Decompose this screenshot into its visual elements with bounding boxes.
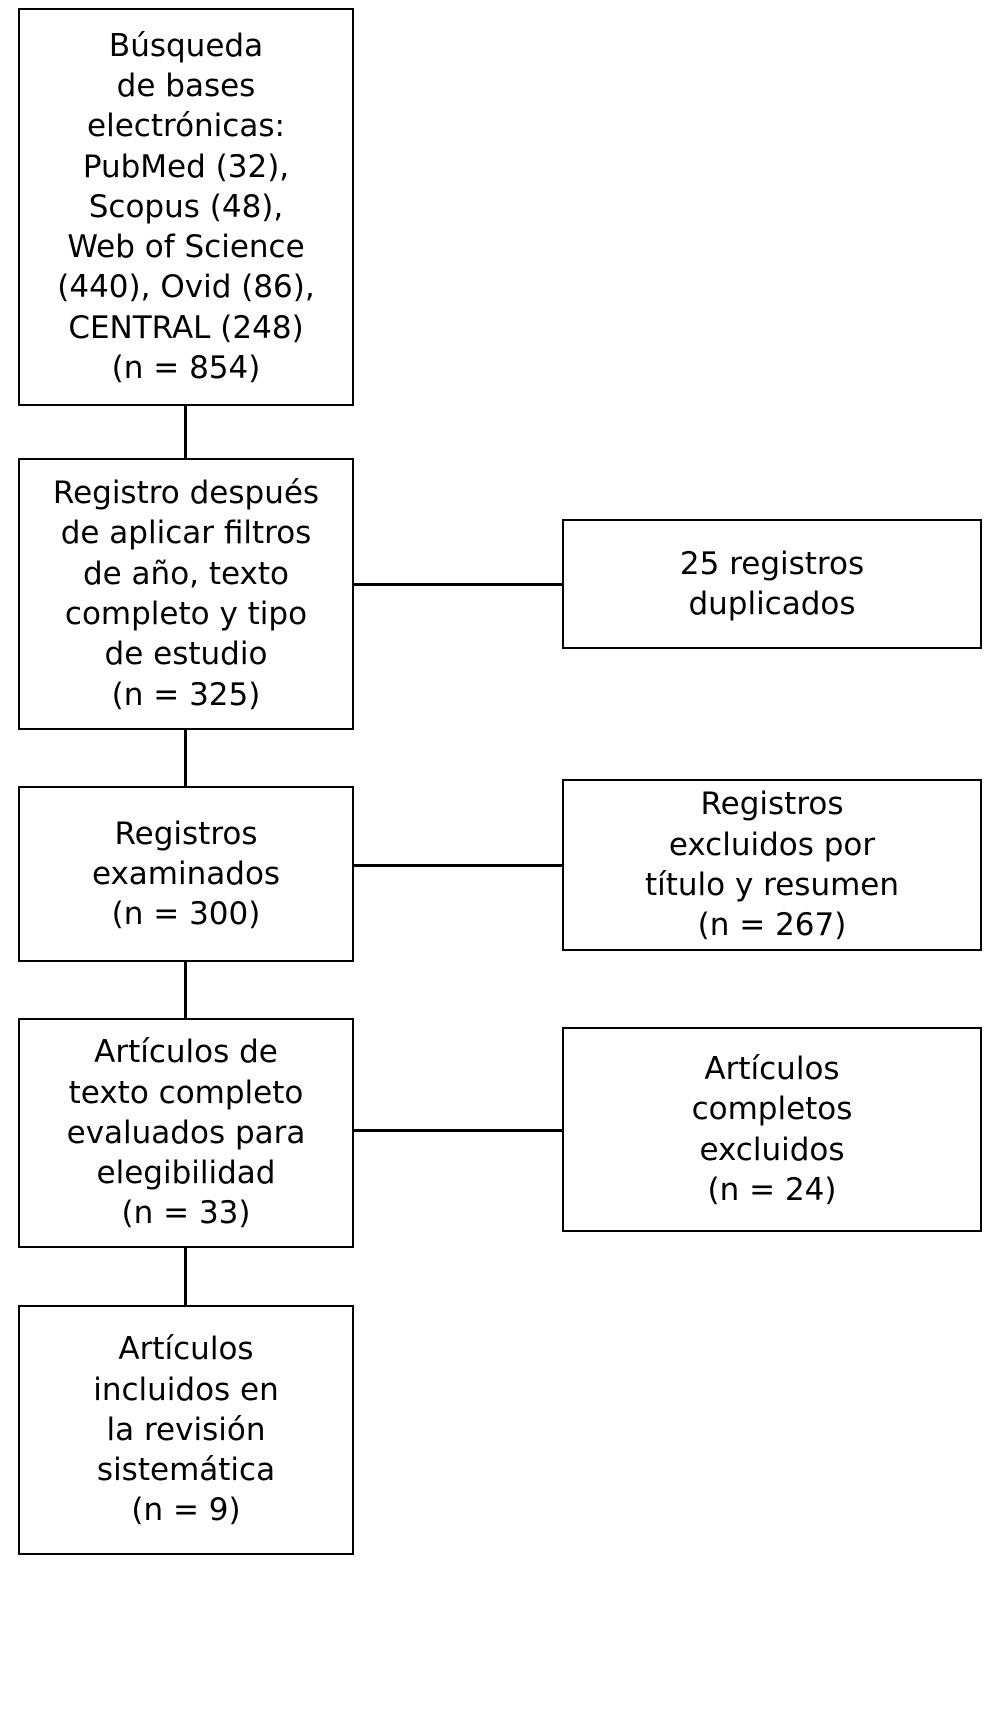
connector-filtered-to-screened	[184, 728, 187, 788]
node-duplicate-records-label: 25 registros duplicados	[679, 545, 865, 622]
node-duplicate-records: 25 registros duplicados	[562, 519, 982, 649]
node-records-screened: Registros examinados (n = 300)	[18, 786, 354, 962]
node-fulltext-excluded-label: Artículos completos excluidos (n = 24)	[691, 1050, 853, 1208]
connector-fulltext-to-included	[184, 1246, 187, 1307]
node-studies-included: Artículos incluidos en la revisión siste…	[18, 1305, 354, 1555]
node-fulltext-excluded: Artículos completos excluidos (n = 24)	[562, 1027, 982, 1232]
node-records-excluded: Registros excluidos por título y resumen…	[562, 779, 982, 951]
connector-screened-to-excluded-records	[352, 864, 564, 867]
node-records-excluded-label: Registros excluidos por título y resumen…	[644, 786, 900, 944]
node-records-after-filters-label: Registro después de aplicar filtros de a…	[52, 475, 320, 713]
connector-search-to-filtered	[184, 404, 187, 460]
node-fulltext-assessed-label: Artículos de texto completo evaluados pa…	[66, 1034, 306, 1232]
node-records-screened-label: Registros examinados (n = 300)	[91, 815, 281, 933]
node-database-search: Búsqueda de bases electrónicas: PubMed (…	[18, 8, 354, 406]
connector-screened-to-fulltext	[184, 960, 187, 1020]
node-database-search-label: Búsqueda de bases electrónicas: PubMed (…	[57, 27, 315, 387]
node-studies-included-label: Artículos incluidos en la revisión siste…	[93, 1331, 279, 1529]
node-records-after-filters: Registro después de aplicar filtros de a…	[18, 458, 354, 730]
node-fulltext-assessed: Artículos de texto completo evaluados pa…	[18, 1018, 354, 1248]
connector-filtered-to-duplicates	[352, 583, 564, 586]
connector-fulltext-to-excluded-articles	[352, 1129, 564, 1132]
